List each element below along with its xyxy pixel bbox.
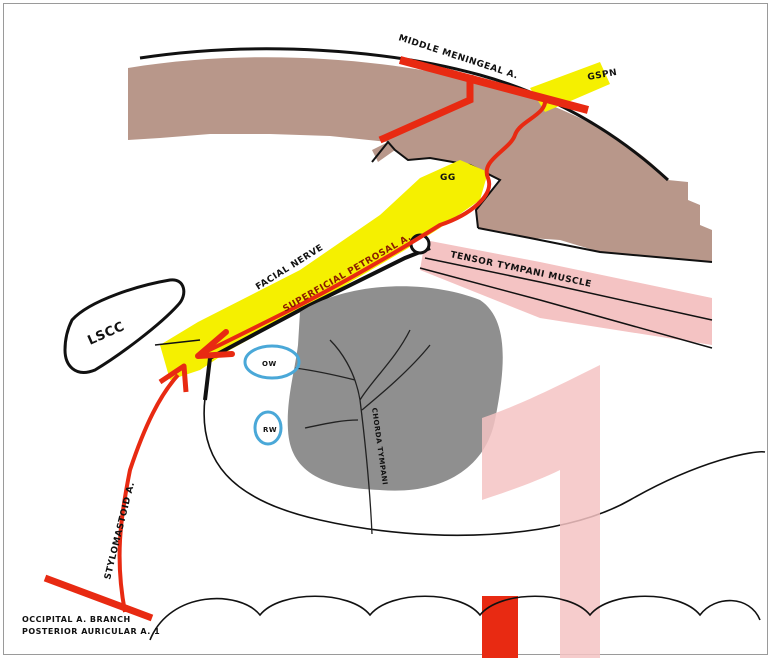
label-gg: GG [440,173,456,183]
label-lscc: LSCC [86,319,127,348]
artery-vertical-stub [482,596,518,658]
label-rw: RW [263,426,277,434]
label-occipital-2: POSTERIOR AURICULAR A. 1 [22,627,160,636]
scalloped-line [150,596,760,640]
label-occipital-1: OCCIPITAL A. BRANCH [22,615,131,624]
tympanic-membrane [288,286,503,490]
occipital-artery [45,578,152,618]
label-ow: OW [262,360,277,368]
